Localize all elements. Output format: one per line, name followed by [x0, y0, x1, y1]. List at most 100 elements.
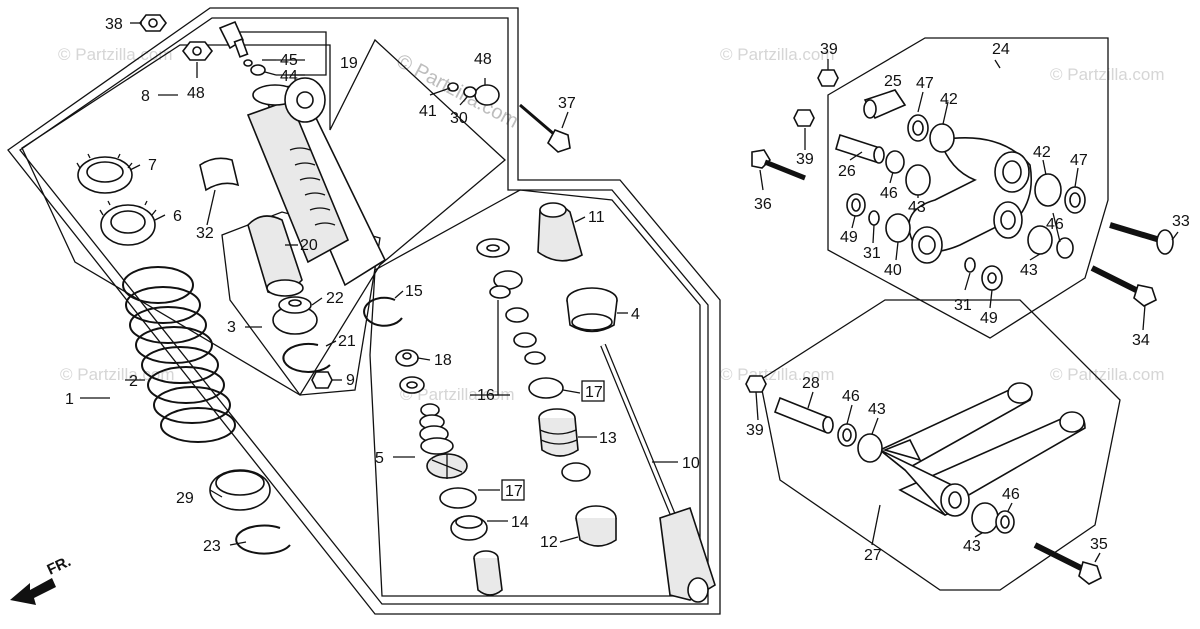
- callouts: 38 8 48 45 44 19 48 41 30 37 7 6 32 20 2…: [65, 16, 1190, 564]
- callout-43[interactable]: 43: [908, 199, 926, 216]
- adjuster-6: [99, 200, 157, 246]
- circlip-23: [235, 524, 291, 555]
- callout-8[interactable]: 8: [141, 88, 150, 105]
- adjuster-knob-30: [447, 82, 500, 106]
- nut-48: [181, 41, 214, 61]
- callout-21[interactable]: 21: [338, 333, 356, 350]
- callout-7[interactable]: 7: [148, 157, 157, 174]
- callout-2[interactable]: 2: [129, 373, 138, 390]
- nut-38: [139, 14, 167, 32]
- spring-2: [122, 266, 236, 443]
- rubber-13: [538, 408, 591, 482]
- callout-11[interactable]: 11: [588, 209, 605, 226]
- bolt-33: [1109, 222, 1174, 255]
- linkage-small-parts: [793, 69, 1086, 291]
- callout-39[interactable]: 39: [820, 41, 838, 58]
- callout-43[interactable]: 43: [868, 401, 886, 418]
- callout-6[interactable]: 6: [173, 208, 182, 225]
- circlip-15: [363, 296, 403, 327]
- front-label: FR.: [45, 553, 74, 579]
- callout-46[interactable]: 46: [880, 185, 898, 202]
- bump-stopper-11: [537, 202, 583, 262]
- watermark: © Partzilla.com: [58, 45, 173, 64]
- front-arrow-icon: [10, 578, 56, 605]
- callout-39[interactable]: 39: [746, 422, 764, 439]
- callout-47[interactable]: 47: [1070, 152, 1088, 169]
- callout-9[interactable]: 9: [346, 372, 355, 389]
- callout-49[interactable]: 49: [840, 229, 858, 246]
- callout-37[interactable]: 37: [558, 95, 576, 112]
- callout-31[interactable]: 31: [954, 297, 972, 314]
- callout-43[interactable]: 43: [963, 538, 981, 555]
- callout-30[interactable]: 30: [450, 110, 468, 127]
- callout-42[interactable]: 42: [1033, 144, 1051, 161]
- watermark: © Partzilla.com: [1050, 65, 1165, 84]
- callout-48[interactable]: 48: [187, 85, 205, 102]
- callout-12[interactable]: 12: [540, 534, 558, 551]
- bolt-35: [1033, 542, 1102, 585]
- callout-45[interactable]: 45: [280, 52, 298, 69]
- callout-41[interactable]: 41: [419, 103, 437, 120]
- locknut-7: [76, 153, 133, 194]
- collar-25: [863, 89, 907, 120]
- callout-14[interactable]: 14: [511, 514, 529, 531]
- callout-40[interactable]: 40: [884, 262, 902, 279]
- callout-34[interactable]: 34: [1132, 332, 1150, 349]
- callout-26[interactable]: 26: [838, 163, 856, 180]
- callout-25[interactable]: 25: [884, 73, 902, 90]
- piston-5: [419, 403, 488, 541]
- callout-10[interactable]: 10: [682, 455, 700, 472]
- bottom-stopper: [473, 550, 503, 596]
- callout-28[interactable]: 28: [802, 375, 820, 392]
- callout-48[interactable]: 48: [474, 51, 492, 68]
- callout-49[interactable]: 49: [980, 310, 998, 327]
- callout-27[interactable]: 27: [864, 547, 882, 564]
- callout-17[interactable]: 17: [585, 384, 603, 401]
- nut-9: [311, 371, 333, 389]
- callout-1[interactable]: 1: [65, 391, 74, 408]
- callout-4[interactable]: 4: [631, 306, 640, 323]
- callout-17[interactable]: 17: [505, 483, 523, 500]
- callout-46[interactable]: 46: [842, 388, 860, 405]
- seal-22: [272, 296, 318, 335]
- callout-44[interactable]: 44: [280, 68, 298, 85]
- callout-38[interactable]: 38: [105, 16, 123, 33]
- valve-stack: [476, 238, 564, 399]
- callout-35[interactable]: 35: [1090, 536, 1108, 553]
- callout-32[interactable]: 32: [196, 225, 214, 242]
- callout-15[interactable]: 15: [405, 283, 423, 300]
- callout-19[interactable]: 19: [340, 55, 358, 72]
- damper-rod-10: [600, 343, 716, 603]
- circlip-21: [282, 342, 331, 373]
- callout-5[interactable]: 5: [375, 450, 384, 467]
- callout-36[interactable]: 36: [754, 196, 772, 213]
- callout-20[interactable]: 20: [300, 237, 318, 254]
- bolt-37: [519, 103, 571, 153]
- callout-29[interactable]: 29: [176, 490, 194, 507]
- callout-box: [581, 380, 605, 402]
- callout-24[interactable]: 24: [992, 41, 1010, 58]
- watermark: © Partzilla.com: [1050, 365, 1165, 384]
- linkage-arm-24: [908, 137, 1033, 264]
- callout-18[interactable]: 18: [434, 352, 452, 369]
- callout-46[interactable]: 46: [1046, 216, 1064, 233]
- callout-31[interactable]: 31: [863, 245, 881, 262]
- callout-39[interactable]: 39: [796, 151, 814, 168]
- collar-28: [773, 396, 834, 434]
- callout-47[interactable]: 47: [916, 75, 934, 92]
- callout-3[interactable]: 3: [227, 319, 236, 336]
- callout-33[interactable]: 33: [1172, 213, 1190, 230]
- collar-12: [575, 505, 617, 547]
- callout-43[interactable]: 43: [1020, 262, 1038, 279]
- parts: [10, 14, 1174, 605]
- bump-rubber-20: [247, 215, 304, 297]
- callout-46[interactable]: 46: [1002, 486, 1020, 503]
- watermark: © Partzilla.com: [60, 365, 175, 384]
- callout-42[interactable]: 42: [940, 91, 958, 108]
- callout-23[interactable]: 23: [203, 538, 221, 555]
- shock-body: [246, 77, 387, 287]
- watermark: © Partzilla.com: [720, 45, 835, 64]
- callout-13[interactable]: 13: [599, 430, 617, 447]
- callout-16[interactable]: 16: [477, 387, 495, 404]
- callout-22[interactable]: 22: [326, 290, 344, 307]
